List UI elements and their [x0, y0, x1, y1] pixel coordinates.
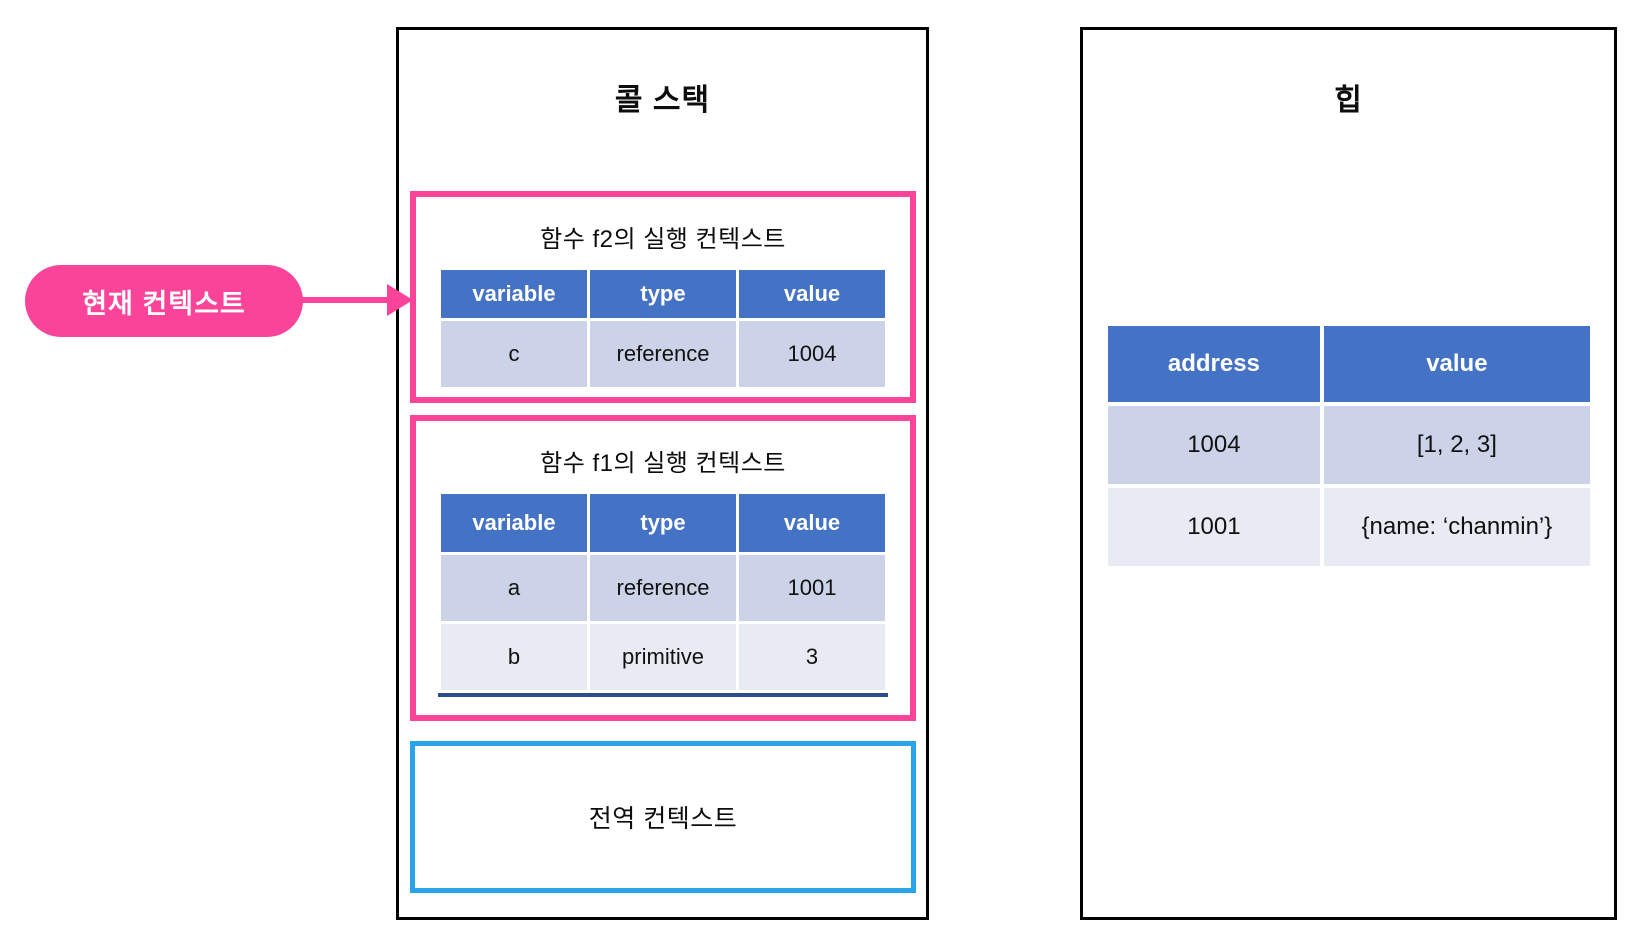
- table-header-cell: address: [1108, 326, 1320, 402]
- table-header-cell: value: [739, 270, 885, 318]
- table-header-cell: variable: [441, 494, 587, 552]
- table-cell: 1004: [739, 321, 885, 387]
- table-header-cell: type: [590, 270, 736, 318]
- current-context-label: 현재 컨텍스트: [82, 288, 246, 319]
- table-header-row: variable type value: [441, 270, 885, 318]
- f2-variable-table: variable type value c reference 1004: [438, 267, 888, 390]
- table-header-cell: variable: [441, 270, 587, 318]
- table-row: 1001 {name: ‘chanmin’}: [1108, 488, 1590, 566]
- call-stack-title: 콜 스택: [614, 84, 711, 117]
- current-context-arrow-line: [300, 297, 390, 303]
- frame-f1-title: 함수 f1의 실행 컨텍스트: [540, 450, 786, 477]
- table-cell: b: [441, 624, 587, 690]
- f1-variable-table: variable type value a reference 1001 b p…: [438, 491, 888, 697]
- frame-f1-execution-context: 함수 f1의 실행 컨텍스트 variable type value a ref…: [410, 415, 916, 721]
- heap-title: 힙: [1334, 84, 1363, 117]
- table-cell: c: [441, 321, 587, 387]
- table-header-cell: type: [590, 494, 736, 552]
- table-header-cell: value: [1323, 326, 1590, 402]
- table-cell: reference: [590, 321, 736, 387]
- table-cell: a: [441, 555, 587, 621]
- table-cell: [1, 2, 3]: [1323, 406, 1590, 484]
- table-row: c reference 1004: [441, 321, 885, 387]
- table-header-row: variable type value: [441, 494, 885, 552]
- table-cell: reference: [590, 555, 736, 621]
- frame-f2-title: 함수 f2의 실행 컨텍스트: [540, 226, 786, 253]
- table-row: a reference 1001: [441, 555, 885, 621]
- frame-f2-execution-context: 함수 f2의 실행 컨텍스트 variable type value c ref…: [410, 191, 916, 403]
- current-context-arrow-head-icon: [387, 284, 413, 316]
- table-cell: primitive: [590, 624, 736, 690]
- table-row: b primitive 3: [441, 624, 885, 690]
- table-row: 1004 [1, 2, 3]: [1108, 406, 1590, 484]
- global-context-label: 전역 컨텍스트: [588, 805, 738, 833]
- heap-table: address value 1004 [1, 2, 3] 1001 {name:…: [1104, 322, 1594, 570]
- frame-global-context: 전역 컨텍스트: [410, 741, 916, 893]
- table-header-row: address value: [1108, 326, 1590, 402]
- table-cell: {name: ‘chanmin’}: [1323, 488, 1590, 566]
- call-stack-box: 콜 스택 함수 f2의 실행 컨텍스트 variable type value …: [396, 27, 929, 920]
- heap-box: 힙 address value 1004 [1, 2, 3] 1001 {: [1080, 27, 1617, 920]
- current-context-badge: 현재 컨텍스트: [25, 265, 303, 337]
- table-cell: 1001: [739, 555, 885, 621]
- table-header-cell: value: [739, 494, 885, 552]
- table-cell: 3: [739, 624, 885, 690]
- table-cell: 1001: [1108, 488, 1320, 566]
- table-cell: 1004: [1108, 406, 1320, 484]
